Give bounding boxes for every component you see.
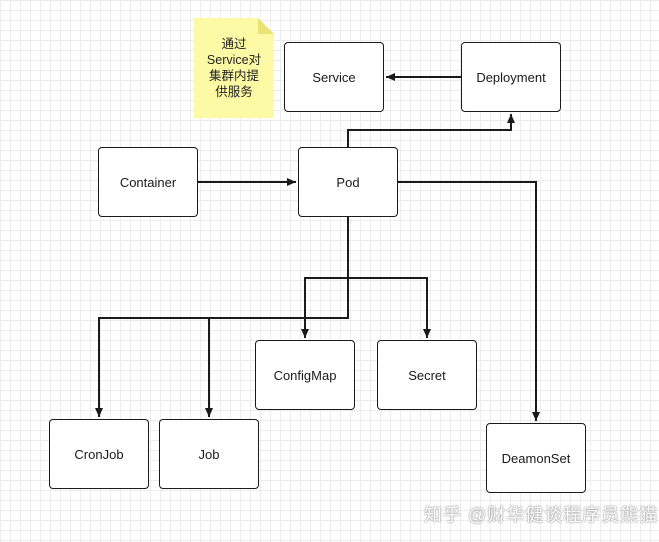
edge-pod-cronjob xyxy=(95,278,349,417)
edge-pod-deployment xyxy=(347,114,515,147)
node-service[interactable]: Service xyxy=(284,42,384,112)
node-deamonset[interactable]: DeamonSet xyxy=(486,423,586,493)
node-container[interactable]: Container xyxy=(98,147,198,217)
watermark-text: 知乎 @财华健谈程序员熊猫 xyxy=(424,505,659,525)
node-deployment[interactable]: Deployment xyxy=(461,42,561,112)
node-configmap[interactable]: ConfigMap xyxy=(255,340,355,410)
node-pod[interactable]: Pod xyxy=(298,147,398,217)
edge-pod-secret xyxy=(348,277,431,338)
edge-pod-configmap xyxy=(301,217,349,338)
service-sticky-note: 通过 Service对 集群内提 供服务 xyxy=(194,18,274,118)
note-text: 通过 Service对 集群内提 供服务 xyxy=(206,37,262,99)
node-cronjob[interactable]: CronJob xyxy=(49,419,149,489)
node-secret[interactable]: Secret xyxy=(377,340,477,410)
node-job[interactable]: Job xyxy=(159,419,259,489)
edge-pod-deamonset xyxy=(398,181,540,421)
